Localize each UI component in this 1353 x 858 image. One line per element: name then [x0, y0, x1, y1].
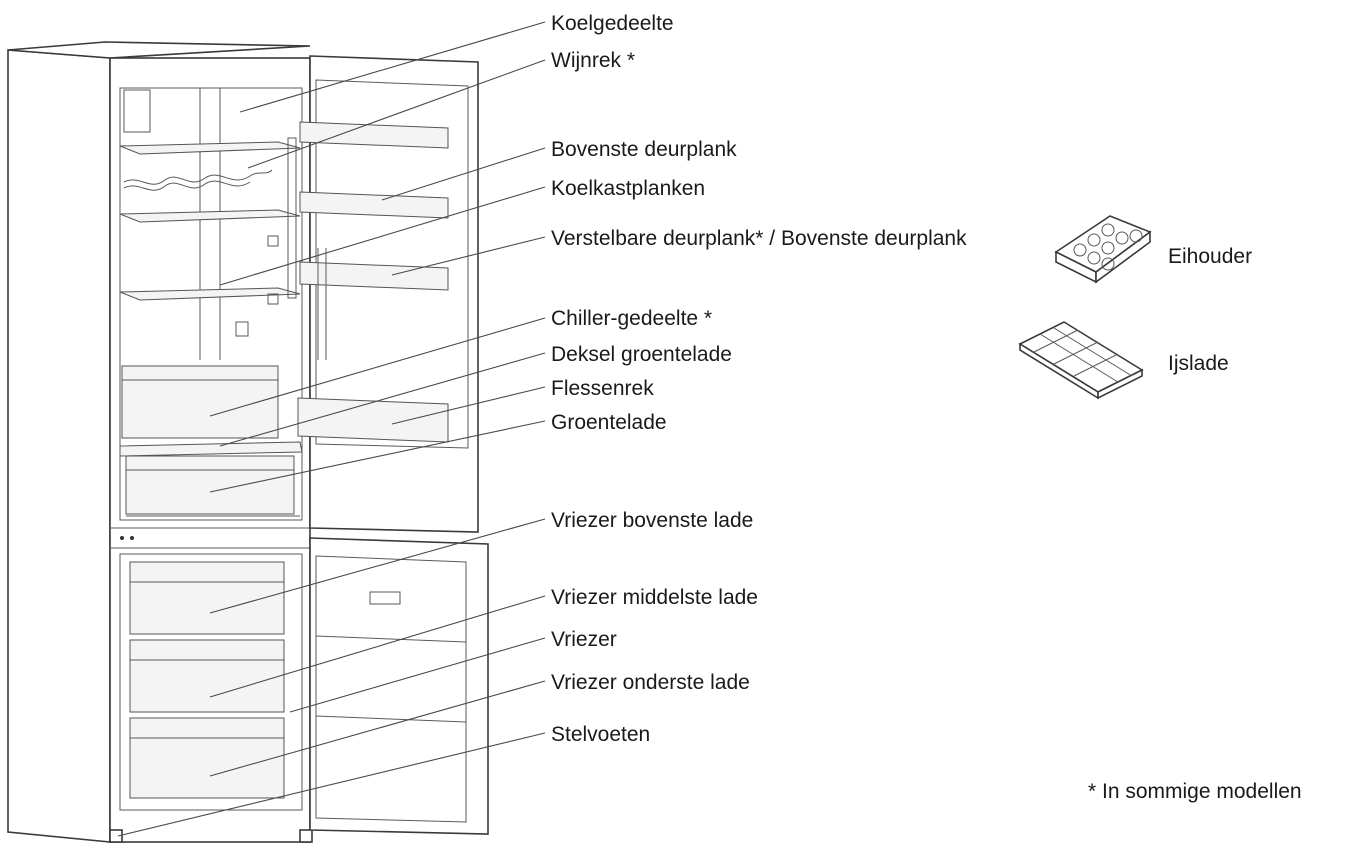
door-shelf-upper — [299, 191, 449, 219]
leader-line — [209, 595, 546, 698]
leader-line — [219, 186, 546, 286]
leader-line — [289, 637, 546, 713]
freezer-middle-drawer — [129, 639, 285, 713]
fridge-top — [7, 41, 311, 59]
leader-line — [247, 59, 546, 169]
leader-line — [219, 352, 546, 447]
adjustable-foot — [109, 829, 123, 843]
label-wijnrek: Wijnrek * — [551, 49, 635, 72]
egg-holder-illustration — [1054, 215, 1152, 284]
freezer-door-control — [369, 591, 401, 605]
label-koelgedeelte: Koelgedeelte — [551, 12, 674, 35]
vegetable-drawer-cover — [119, 441, 303, 457]
label-chiller: Chiller-gedeelte * — [551, 307, 712, 330]
chiller-drawer — [121, 365, 279, 439]
label-eihouder: Eihouder — [1168, 245, 1252, 268]
fridge-shelf — [119, 287, 301, 301]
footnote: * In sommige modellen — [1088, 780, 1302, 803]
bottle-rack — [297, 397, 449, 443]
label-stelvoeten: Stelvoeten — [551, 723, 650, 746]
vegetable-drawer — [125, 455, 295, 515]
leader-line — [209, 680, 546, 777]
leader-line — [391, 236, 546, 276]
label-vriezer-bovenste-lade: Vriezer bovenste lade — [551, 509, 753, 532]
label-verstelbare-deurplank: Verstelbare deurplank* / Bovenste deurpl… — [551, 227, 967, 250]
fridge-compartment — [119, 87, 303, 521]
door-shelf-adjustable — [299, 261, 449, 291]
label-bovenste-deurplank: Bovenste deurplank — [551, 138, 737, 161]
label-groentelade: Groentelade — [551, 411, 667, 434]
freezer-top-drawer — [129, 561, 285, 635]
ice-tray-illustration — [1018, 321, 1144, 400]
part-labels: Koelgedeelte Wijnrek * Bovenste deurplan… — [551, 12, 967, 746]
label-vriezer-onderste-lade: Vriezer onderste lade — [551, 671, 750, 694]
fridge-illustration — [7, 41, 489, 843]
label-deksel-groentelade: Deksel groentelade — [551, 343, 732, 366]
freezer-bottom-drawer — [129, 717, 285, 799]
fridge-shelf — [119, 209, 301, 223]
freezer-door — [309, 537, 489, 835]
label-flessenrek: Flessenrek — [551, 377, 654, 400]
wine-rack — [123, 169, 273, 185]
leader-line — [391, 386, 546, 425]
leader-line — [209, 317, 546, 417]
label-koelkastplanken: Koelkastplanken — [551, 177, 705, 200]
door-shelf-top — [299, 121, 449, 149]
leader-line — [239, 21, 546, 113]
leader-line — [117, 732, 546, 837]
fridge-shelf — [119, 141, 301, 155]
fridge-side-panel — [7, 49, 111, 843]
freezer-compartment — [119, 553, 303, 811]
leader-line — [209, 420, 546, 493]
label-vriezer: Vriezer — [551, 628, 617, 651]
label-vriezer-middelste-lade: Vriezer middelste lade — [551, 586, 758, 609]
leader-line — [209, 518, 546, 614]
leader-lines — [117, 21, 546, 837]
leader-line — [381, 147, 546, 201]
label-ijslade: Ijslade — [1168, 352, 1229, 375]
adjustable-foot — [299, 829, 313, 843]
